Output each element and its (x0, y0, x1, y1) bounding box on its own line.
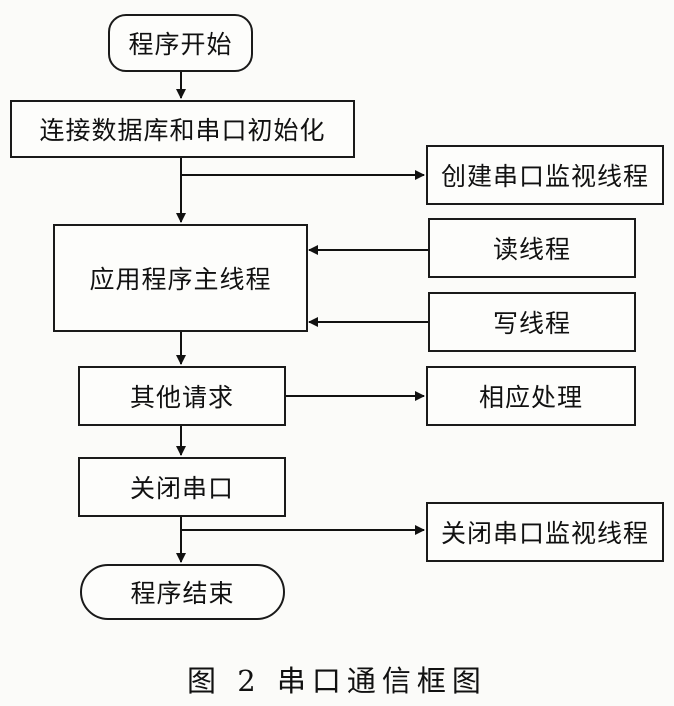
init-node-label: 连接数据库和串口初始化 (39, 116, 326, 145)
other-requests-label: 其他请求 (129, 383, 234, 412)
other-requests-node: 其他请求 (78, 366, 286, 426)
close-monitor-label: 关闭串口监视线程 (440, 519, 649, 548)
close-port-node: 关闭串口 (78, 457, 286, 517)
start-node: 程序开始 (108, 14, 253, 72)
handling-label: 相应处理 (478, 383, 583, 412)
figure-caption: 图 2 串口通信框图 (187, 664, 487, 698)
write-thread-node: 写线程 (428, 292, 636, 352)
handling-node: 相应处理 (426, 366, 636, 426)
end-node: 程序结束 (80, 564, 285, 620)
end-node-label: 程序结束 (130, 579, 235, 608)
read-thread-label: 读线程 (492, 235, 571, 264)
start-node-label: 程序开始 (128, 30, 233, 59)
close-monitor-node: 关闭串口监视线程 (426, 502, 664, 562)
create-monitor-label: 创建串口监视线程 (440, 162, 649, 191)
main-thread-node: 应用程序主线程 (53, 224, 308, 332)
main-thread-label: 应用程序主线程 (89, 265, 272, 294)
write-thread-label: 写线程 (492, 309, 571, 338)
init-node: 连接数据库和串口初始化 (10, 100, 355, 158)
create-monitor-node: 创建串口监视线程 (426, 145, 664, 205)
close-port-label: 关闭串口 (129, 474, 234, 503)
read-thread-node: 读线程 (428, 218, 636, 278)
